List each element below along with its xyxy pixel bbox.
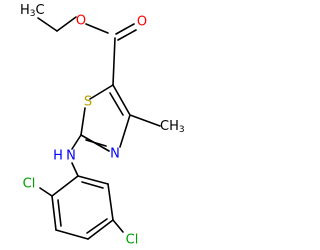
bond-b1-b2 <box>77 175 109 185</box>
bond-b3-cl <box>112 219 124 233</box>
bond-b6-b1 <box>51 175 79 197</box>
atom-ring-sulfur: S <box>84 95 92 110</box>
atom-amine-nitrogen: N <box>66 149 76 164</box>
atom-chlorine-ortho: Cl <box>23 177 36 192</box>
bond-b3-b4 <box>87 219 114 240</box>
bond-b5-b6 <box>51 195 57 231</box>
atom-methyl: CH3 <box>160 119 185 136</box>
atom-chlorine-meta: Cl <box>126 233 139 248</box>
bond-b1-b2-inner <box>81 181 104 189</box>
bond-b5-b6-inner <box>57 199 62 227</box>
atom-ester-oxygen: O <box>76 14 86 29</box>
bond-c5-s <box>89 84 114 100</box>
bond-c2-n3-inner <box>85 139 107 147</box>
bond-s-c2 <box>80 107 86 136</box>
atom-ring-nitrogen: N <box>110 147 120 162</box>
bond-ch2-o <box>56 16 77 32</box>
bond-b6-cl <box>39 187 53 197</box>
bond-ch3-ch2 <box>37 17 58 32</box>
atom-amine-hydrogen: H <box>53 149 63 164</box>
atom-labels: H3C O O S N CH3 H N Cl Cl <box>20 3 185 248</box>
atom-ch3-ethyl: H3C <box>20 3 45 20</box>
bonds <box>37 16 161 240</box>
bond-carbonyl-1 <box>115 23 135 35</box>
bond-c4-methyl <box>129 114 161 127</box>
bond-o-carboxyl <box>85 23 109 34</box>
bond-b3-b4-inner <box>86 218 108 234</box>
bond-b4-b5 <box>55 229 89 240</box>
bond-n3-c4 <box>119 114 131 148</box>
bond-c4-c5 <box>112 84 131 116</box>
atom-carbonyl-oxygen: O <box>137 15 147 30</box>
bond-b2-b3 <box>107 183 114 221</box>
bond-carboxyl-c5 <box>112 37 116 86</box>
bond-nh-aryl <box>71 162 79 177</box>
bond-c4-c5-inner <box>109 92 124 116</box>
bond-c2-nh <box>71 134 82 150</box>
bond-carbonyl-2 <box>117 29 137 41</box>
molecule-diagram: H3C O O S N CH3 H N Cl Cl <box>20 3 185 248</box>
